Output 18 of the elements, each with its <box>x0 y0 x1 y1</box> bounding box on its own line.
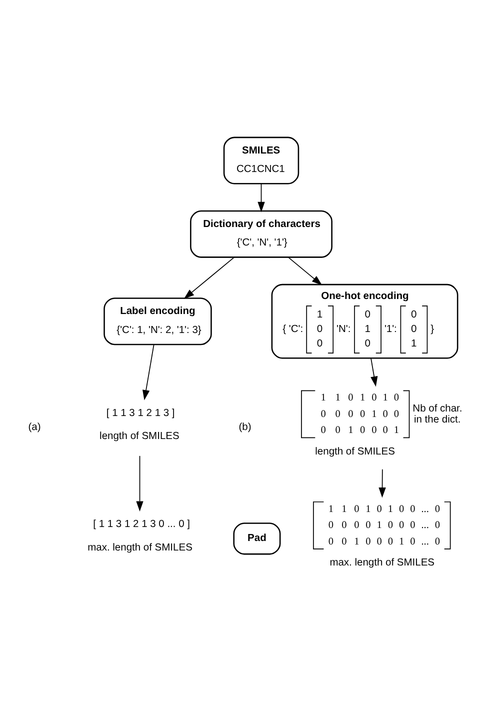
node-box: SMILES CC1CNC1 <box>223 136 300 184</box>
arrow <box>288 256 322 285</box>
arrow <box>136 455 144 511</box>
node-box: Dictionary of characters {'C', 'N', '1'} <box>190 210 332 258</box>
node-text: 1 1 0 1 0 1 0 0 ... 0 0 0 0 0 1 0 0 0 ... 0 0 0 1 0 0 0 1 0 ... 0 max. length of SMILES <box>328 503 440 568</box>
arrow <box>184 256 235 298</box>
label: (a) <box>28 422 41 433</box>
arrow <box>378 468 386 498</box>
node-text: [ 1 1 3 1 2 1 3 0 ... 0 ] max. length of SMILES <box>88 518 192 553</box>
node-box: One-hot encoding { 'C': 1 0 0 'N': 0 1 0 '1': 0 0 1 } <box>271 283 458 358</box>
node-text: 1 1 0 1 0 1 0 Nb of char. in the dict. 0 0 0 0 1 0 0 0 0 1 0 0 0 1 length of SMILES <box>315 392 462 457</box>
node-box: Pad <box>233 522 281 554</box>
arrow <box>370 358 378 386</box>
arrow <box>258 182 265 212</box>
node-text: [ 1 1 3 1 2 1 3 ] length of SMILES <box>100 407 180 442</box>
arrow <box>142 344 154 400</box>
node-box: Label encoding {'C': 1, 'N': 2, '1': 3} <box>104 297 212 345</box>
label: (b) <box>238 422 252 433</box>
